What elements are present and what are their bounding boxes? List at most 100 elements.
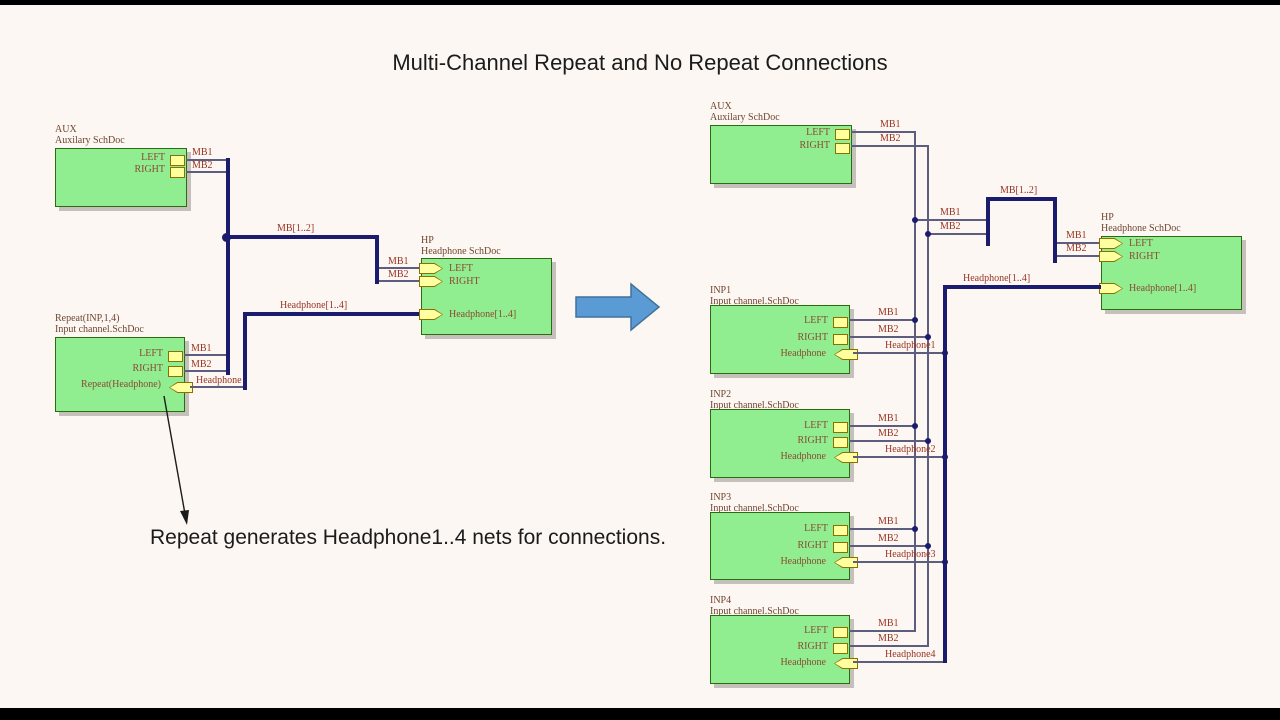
wire-junction — [912, 423, 918, 429]
sheet-filename: Auxilary SchDoc — [710, 112, 780, 123]
net-label: MB1 — [878, 618, 899, 629]
wire-mb1 — [186, 159, 226, 161]
wire-mb2 — [849, 440, 927, 442]
port-square — [835, 129, 850, 140]
wire-mb1 — [849, 630, 916, 632]
sheet-symbol-hp-left: LEFT RIGHT Headphone[1..4] — [419, 258, 552, 335]
sheet-symbol-aux-left: LEFT RIGHT — [55, 148, 187, 207]
bus-label: Headphone[1..4] — [963, 273, 1031, 284]
net-label: MB1 — [388, 256, 409, 267]
port-square — [833, 542, 848, 553]
page-title: Multi-Channel Repeat and No Repeat Conne… — [392, 50, 888, 75]
sheet-designator: INP4 — [710, 595, 732, 606]
sheet-filename: Headphone SchDoc — [421, 246, 501, 257]
net-label: MB2 — [878, 533, 899, 544]
wire-headphone1 — [853, 352, 943, 354]
net-label: MB2 — [878, 428, 899, 439]
port-label: RIGHT — [797, 641, 828, 652]
net-label: Headphone4 — [885, 649, 936, 660]
wire-mb1-vertical — [914, 131, 916, 632]
port-square — [168, 351, 183, 362]
wire-junction — [925, 334, 931, 340]
wire-mb2 — [849, 545, 927, 547]
net-label: MB2 — [192, 160, 213, 171]
wire-mb2 — [186, 171, 226, 173]
port-label: LEFT — [449, 263, 473, 274]
sheet-symbol-inp3: LEFT RIGHT Headphone — [710, 512, 858, 580]
port-label: Headphone — [780, 657, 826, 668]
net-label: MB1 — [191, 343, 212, 354]
port-label: LEFT — [804, 523, 828, 534]
annotation-text: Repeat generates Headphone1..4 nets for … — [150, 526, 667, 549]
net-label: MB2 — [1066, 243, 1087, 254]
port-label: Headphone[1..4] — [449, 309, 517, 320]
bus-vertical — [375, 235, 379, 284]
port-arrow-icon — [419, 309, 443, 320]
sheet-symbol-hp-right: LEFT RIGHT Headphone[1..4] — [1099, 236, 1242, 310]
net-label: MB1 — [1066, 230, 1087, 241]
wire-mb1 — [184, 354, 226, 356]
port-label: RIGHT — [797, 435, 828, 446]
bus-vertical — [986, 197, 990, 246]
bus-vertical — [226, 158, 230, 375]
sheet-symbol-aux-right: LEFT RIGHT — [710, 125, 852, 184]
sheet-designator: AUX — [55, 124, 77, 135]
port-square — [833, 643, 848, 654]
port-arrow-icon — [419, 263, 443, 274]
bus-vertical — [1053, 197, 1057, 263]
port-label: RIGHT — [1129, 251, 1160, 262]
bus-label: Headphone[1..4] — [280, 300, 348, 311]
wire-headphone3 — [853, 561, 943, 563]
wire-junction — [925, 231, 931, 237]
port-square — [833, 437, 848, 448]
sheet-filename: Input channel.SchDoc — [710, 296, 799, 307]
wire-junction — [925, 543, 931, 549]
port-arrow-icon — [1099, 238, 1123, 249]
net-label: MB2 — [940, 221, 961, 232]
wire-mb1 — [1057, 242, 1102, 244]
wire-mb1 — [849, 319, 914, 321]
net-label: Headphone2 — [885, 444, 936, 455]
port-label: LEFT — [1129, 238, 1153, 249]
port-label: LEFT — [141, 152, 165, 163]
port-label: RIGHT — [797, 540, 828, 551]
sheet-filename: Input channel.SchDoc — [55, 324, 144, 335]
port-label: RIGHT — [132, 363, 163, 374]
wire-mb1 — [849, 528, 914, 530]
port-square — [170, 155, 185, 166]
net-label: MB1 — [192, 147, 213, 158]
wire-mb1 — [379, 267, 421, 269]
wire-mb2 — [184, 370, 226, 372]
bus-label: MB[1..2] — [1000, 185, 1038, 196]
port-square — [833, 317, 848, 328]
port-arrow-icon — [834, 658, 858, 669]
wire-junction — [222, 233, 231, 242]
sheet-filename: Input channel.SchDoc — [710, 606, 799, 617]
port-arrow-icon — [834, 557, 858, 568]
sheet-designator: HP — [421, 235, 434, 246]
sheet-designator: HP — [1101, 212, 1114, 223]
sheet-filename: Headphone SchDoc — [1101, 223, 1181, 234]
bus-mb12 — [226, 235, 379, 239]
port-label: LEFT — [806, 127, 830, 138]
wire-mb2 — [379, 280, 421, 282]
sheet-designator: INP3 — [710, 492, 732, 503]
wire-headphone2 — [853, 456, 943, 458]
net-label: MB2 — [880, 133, 901, 144]
port-label: RIGHT — [797, 332, 828, 343]
wire-mb2-vertical — [927, 145, 929, 647]
sheet-filename: Auxilary SchDoc — [55, 135, 125, 146]
port-square — [835, 143, 850, 154]
net-label: MB1 — [940, 207, 961, 218]
net-label: Headphone1 — [885, 340, 936, 351]
wire-junction — [925, 438, 931, 444]
port-square — [168, 366, 183, 377]
port-label: RIGHT — [449, 276, 480, 287]
port-label: RIGHT — [134, 164, 165, 175]
port-square — [170, 167, 185, 178]
sheet-designator: Repeat(INP,1,4) — [55, 313, 120, 324]
sheet-symbol-inp2: LEFT RIGHT Headphone — [710, 409, 858, 478]
sheet-symbol-inp4: LEFT RIGHT Headphone — [710, 615, 858, 684]
bus-headphone — [943, 285, 1101, 289]
port-arrow-icon — [1099, 283, 1123, 294]
